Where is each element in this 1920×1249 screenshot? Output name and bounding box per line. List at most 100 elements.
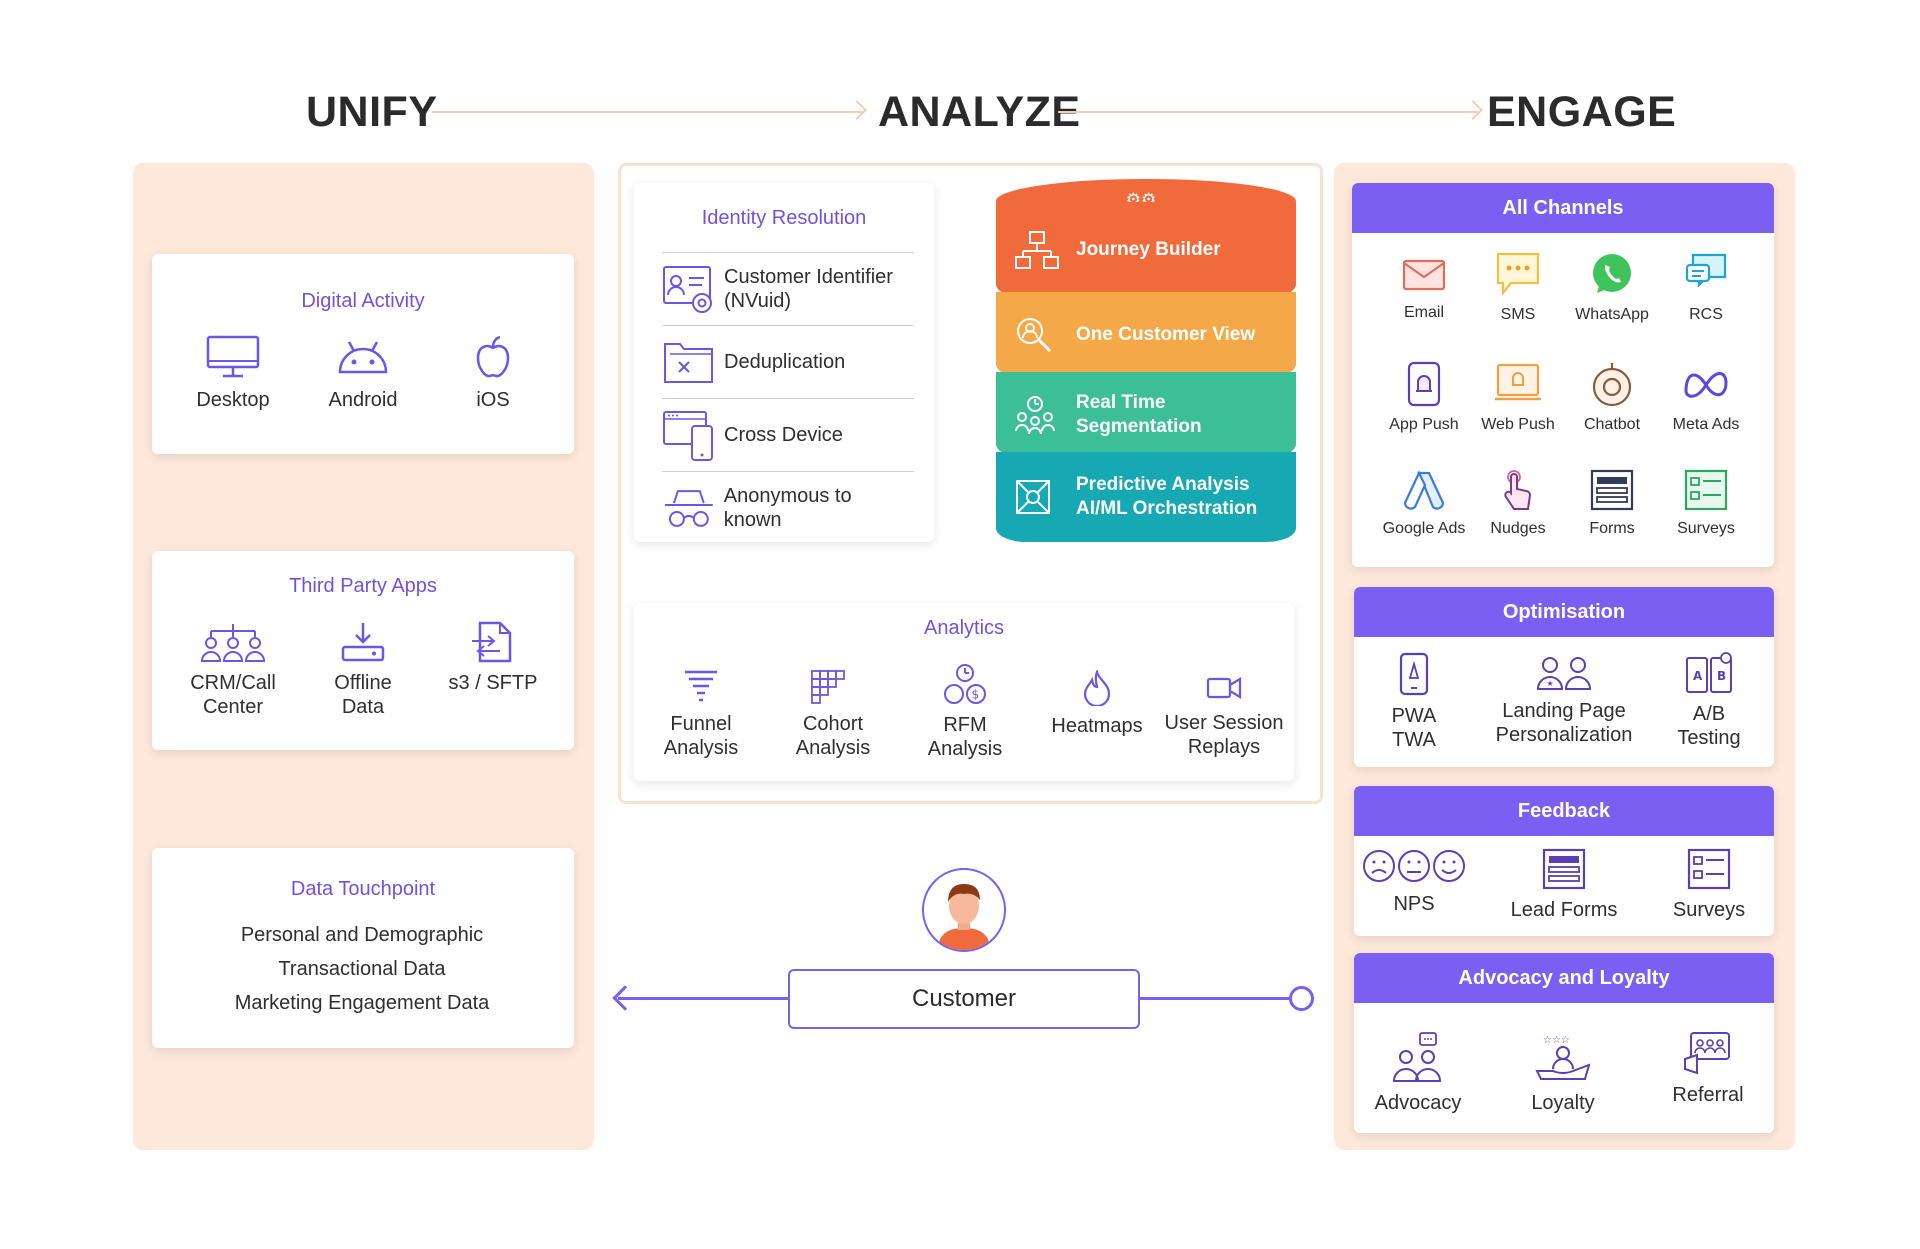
app-push-item: App Push — [1364, 361, 1484, 434]
stack-label: Real Time Segmentation — [1076, 392, 1202, 437]
google-ads-item: Google Ads — [1364, 469, 1484, 538]
email-icon — [1402, 259, 1446, 291]
identity-row-label: Anonymous to known — [723, 485, 852, 531]
digital-activity-card: Digital Activity Desktop Android iOS — [152, 254, 574, 454]
referral-item: Referral — [1638, 1031, 1774, 1107]
rcs-icon — [1685, 253, 1727, 288]
loyalty-icon: ☆☆☆ — [1535, 1035, 1591, 1080]
desktop-item: Desktop — [163, 334, 303, 412]
sms-icon — [1496, 252, 1540, 297]
stack-layer-journey: Journey Builder — [996, 202, 1296, 298]
pwa-icon — [1399, 652, 1429, 696]
sms-item: SMS — [1458, 251, 1578, 324]
predictive-icon — [1016, 480, 1050, 514]
nudges-item: Nudges — [1458, 469, 1578, 538]
sftp-icon — [472, 621, 512, 663]
android-icon — [338, 341, 388, 374]
cohort-icon — [811, 670, 845, 704]
lead-forms-icon — [1542, 848, 1586, 890]
third-party-apps-card: Third Party Apps CRM/Call Center Offline… — [152, 551, 574, 750]
ios-item: iOS — [423, 334, 563, 412]
surveys-item: Surveys — [1646, 469, 1766, 538]
rcs-item: RCS — [1646, 251, 1766, 324]
offline-data-item: Offline Data — [293, 621, 433, 720]
unify-heading: UNIFY — [306, 88, 438, 136]
touchpoint-line: Personal and Demographic — [240, 924, 484, 946]
whatsapp-icon — [1593, 254, 1631, 293]
item-label: App Push — [1389, 416, 1459, 433]
item-label: WhatsApp — [1575, 306, 1649, 323]
item-label: Loyalty — [1531, 1092, 1595, 1114]
web-push-icon — [1495, 363, 1541, 401]
deduplication-icon — [664, 343, 713, 383]
segmentation-icon — [1015, 396, 1055, 435]
app-push-icon — [1407, 361, 1441, 407]
stack-layer-customer-view: One Customer View — [996, 292, 1296, 378]
customer-connector-left — [618, 997, 788, 1000]
identity-row-label: Deduplication — [724, 351, 846, 373]
android-item: Android — [293, 334, 433, 412]
advocacy-loyalty-card: Advocacy and Loyalty Advocacy ☆☆☆ Loyalt… — [1354, 953, 1774, 1133]
desktop-icon — [206, 335, 260, 378]
heatmaps-item: Heatmaps — [1031, 670, 1163, 738]
item-label: Forms — [1589, 520, 1635, 537]
item-label: Surveys — [1677, 520, 1735, 537]
referral-icon — [1684, 1032, 1730, 1075]
item-label: Advocacy — [1374, 1092, 1462, 1114]
item-label: Web Push — [1481, 416, 1555, 433]
heatmap-icon — [1083, 670, 1111, 706]
chatbot-icon — [1592, 363, 1632, 407]
loyalty-item: ☆☆☆ Loyalty — [1493, 1031, 1633, 1115]
journey-icon — [1015, 231, 1059, 269]
identity-row: Customer Identifier (NVuid) — [662, 252, 914, 325]
item-label: Heatmaps — [1051, 715, 1143, 737]
offline-data-icon — [341, 623, 385, 662]
item-label: Email — [1403, 304, 1444, 321]
feedback-surveys-item: Surveys — [1644, 848, 1774, 922]
data-touchpoint-card: Data Touchpoint — [152, 848, 574, 1048]
avatar — [922, 868, 1006, 952]
customer-view-icon — [1017, 318, 1052, 353]
apple-icon — [476, 335, 510, 378]
rfm-item: $ RFM Analysis — [899, 663, 1031, 762]
svg-text:A: A — [1693, 669, 1703, 683]
panel-header: All Channels — [1352, 183, 1774, 233]
card-title: Digital Activity — [301, 290, 425, 312]
stack-label: Journey Builder — [1076, 239, 1221, 261]
identity-row-label: Cross Device — [724, 424, 843, 446]
item-label: A/B Testing — [1677, 703, 1741, 750]
whatsapp-item: WhatsApp — [1552, 251, 1672, 324]
chatbot-item: Chatbot — [1552, 361, 1672, 434]
analyze-column — [618, 163, 1323, 804]
identity-resolution-card: Identity Resolution — [634, 183, 934, 542]
item-label: Meta Ads — [1672, 416, 1740, 433]
item-label: Nudges — [1490, 520, 1546, 537]
identity-row: Deduplication — [662, 325, 914, 398]
flow-arrow-head — [1463, 100, 1483, 120]
session-replay-icon — [1206, 677, 1242, 699]
svg-text:B: B — [1717, 669, 1726, 683]
crm-item: CRM/Call Center — [163, 621, 303, 720]
cross-device-icon — [663, 411, 713, 461]
card-title: Identity Resolution — [701, 207, 867, 229]
connector-end-circle — [1289, 986, 1314, 1011]
identity-row: Anonymous to known — [662, 471, 914, 544]
item-label: Chatbot — [1583, 416, 1641, 433]
meta-icon — [1684, 372, 1728, 398]
item-label: Desktop — [196, 389, 270, 411]
panel-header: Optimisation — [1354, 587, 1774, 637]
advocacy-icon — [1392, 1032, 1442, 1082]
landing-page-icon: ★ — [1536, 657, 1592, 690]
customer-identifier-icon — [663, 266, 712, 313]
svg-text:☆☆☆: ☆☆☆ — [1543, 1035, 1570, 1046]
identity-row: Cross Device — [662, 398, 914, 471]
flow-arrow-head — [847, 100, 867, 120]
session-replay-item: User Session Replays — [1154, 673, 1294, 760]
customer-avatar-icon — [938, 884, 990, 950]
item-label: Surveys — [1672, 899, 1746, 921]
touchpoint-line: Marketing Engagement Data — [234, 992, 490, 1014]
item-label: Cohort Analysis — [795, 713, 871, 760]
landing-page-item: ★ Landing Page Personalization — [1479, 655, 1649, 748]
